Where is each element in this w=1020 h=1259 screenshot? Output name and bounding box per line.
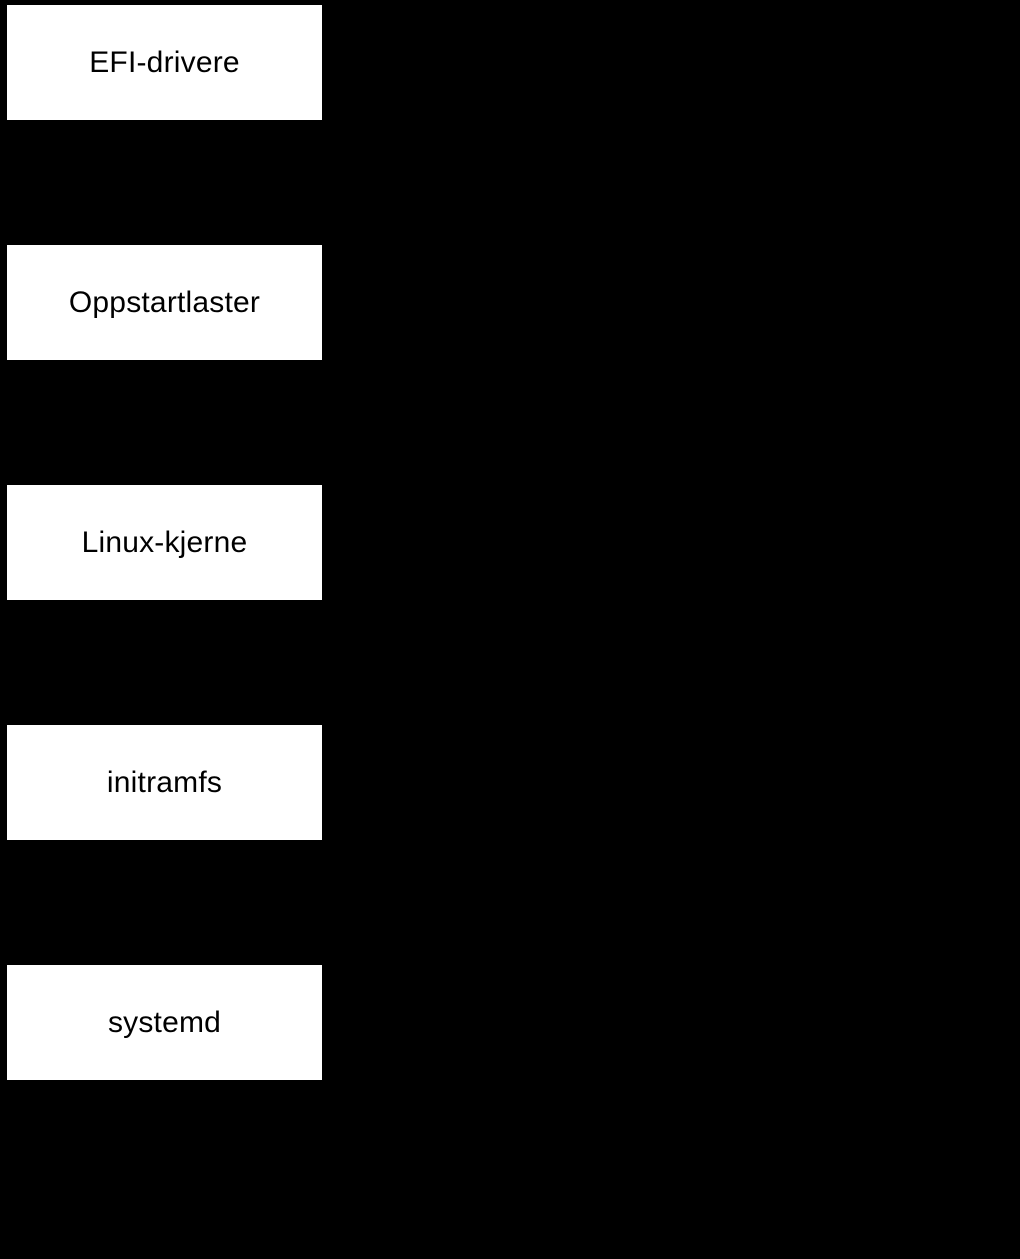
stage-box-systemd[interactable]: systemd (7, 965, 322, 1080)
stage-label-efi-drivere: EFI-drivere (89, 45, 240, 79)
stage-box-initramfs[interactable]: initramfs (7, 725, 322, 840)
stage-label-oppstartlaster: Oppstartlaster (68, 285, 261, 319)
stage-label-systemd: systemd (107, 1005, 222, 1039)
stage-box-efi-drivere[interactable]: EFI-drivere (7, 5, 322, 120)
stage-box-linux-kjerne[interactable]: Linux-kjerne (7, 485, 322, 600)
stage-label-initramfs: initramfs (106, 765, 223, 799)
stage-box-oppstartlaster[interactable]: Oppstartlaster (7, 245, 322, 360)
stage-label-linux-kjerne: Linux-kjerne (81, 525, 248, 559)
